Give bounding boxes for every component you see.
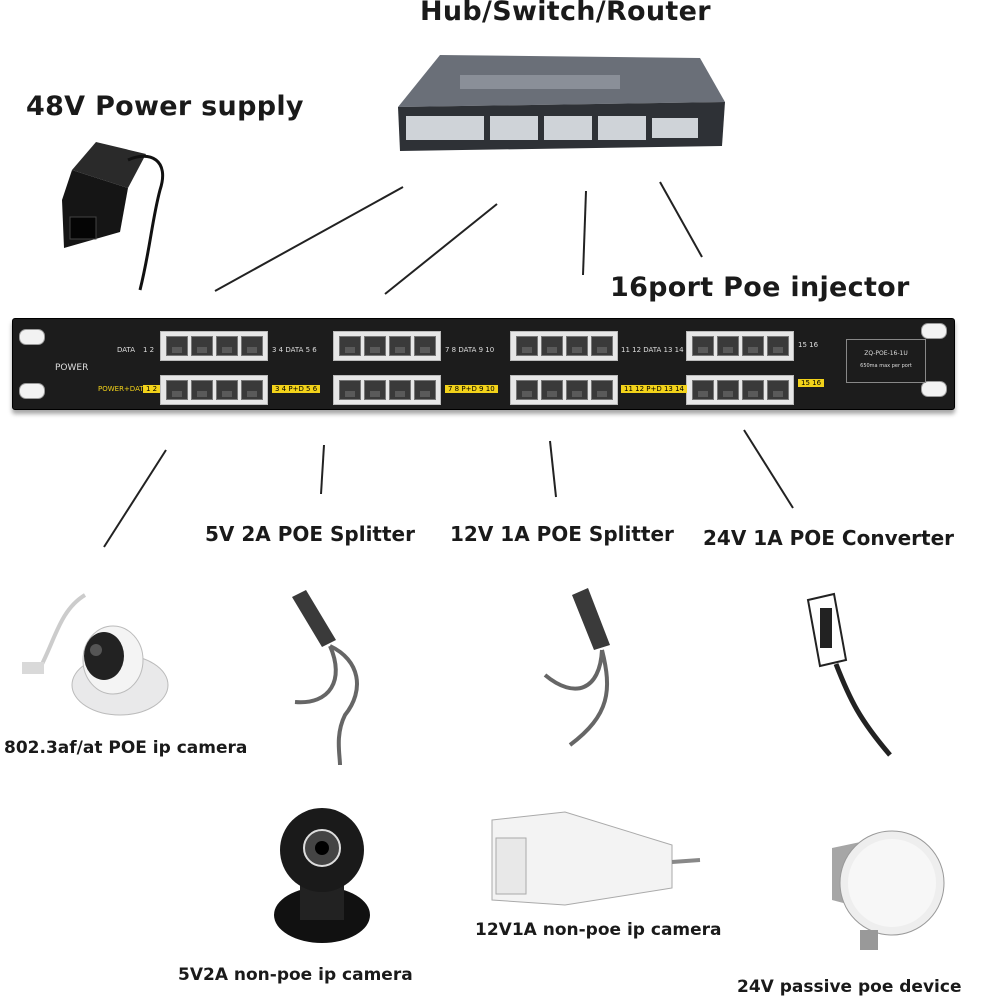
splitter-12v-icon <box>543 588 610 747</box>
port-group-bottom-3 <box>510 375 618 405</box>
converter-24v-icon <box>806 592 892 757</box>
line-switch-4 <box>659 181 703 258</box>
converter-24v-label: 24V 1A POE Converter <box>703 526 955 550</box>
line-switch-2 <box>384 203 498 295</box>
top-port-label-3: 7 8 DATA 9 10 <box>445 346 495 354</box>
line-switch-3 <box>582 190 587 276</box>
port-group-top-1 <box>160 331 268 361</box>
top-port-label-5: 15 16 <box>798 341 819 349</box>
poe-camera-label: 802.3af/at POE ip camera <box>4 738 248 758</box>
splitter-12v-label: 12V 1A POE Splitter <box>450 522 674 546</box>
injector-label: 16port Poe injector <box>610 272 910 303</box>
top-port-label-1: 1 2 <box>143 346 155 354</box>
camera-12v-icon <box>491 811 701 906</box>
power-supply-label: 48V Power supply <box>26 91 304 122</box>
bottom-port-label-1: 1 2 <box>143 385 161 393</box>
camera-12v-label: 12V1A non-poe ip camera <box>475 920 722 940</box>
passive-device-label: 24V passive poe device <box>737 977 962 997</box>
line-splitter-12v <box>549 440 557 498</box>
top-port-label-4: 11 12 DATA 13 14 <box>621 346 684 354</box>
poe-injector-panel: POWER DATA POWER+DATA 1 2 3 4 DATA 5 6 7… <box>12 318 955 410</box>
bottom-port-label-2: 3 4 P+D 5 6 <box>272 385 321 393</box>
switch-icon <box>398 55 725 151</box>
camera-5v-label: 5V2A non-poe ip camera <box>178 965 413 985</box>
bottom-port-label-3: 7 8 P+D 9 10 <box>445 385 498 393</box>
bottom-port-label-5: 15 16 <box>798 379 825 387</box>
line-switch-1 <box>214 186 404 292</box>
bottom-port-label-4: 11 12 P+D 13 14 <box>621 385 688 393</box>
switch-label: Hub/Switch/Router <box>420 0 711 27</box>
splitter-5v-icon <box>292 590 359 766</box>
power-supply-icon <box>62 142 165 291</box>
power-indicator-label: POWER <box>55 363 89 373</box>
port-group-bottom-1 <box>160 375 268 405</box>
port-group-bottom-4 <box>686 375 794 405</box>
mount-hole-br <box>921 381 947 397</box>
power-data-row-label: POWER+DATA <box>98 385 148 393</box>
mount-hole-tr <box>921 323 947 339</box>
splitter-5v-label: 5V 2A POE Splitter <box>205 522 415 546</box>
line-camera <box>103 449 167 548</box>
line-converter <box>743 429 794 509</box>
model-rating: 650ma max per port <box>860 363 912 369</box>
model-name: ZQ-POE-16-1U <box>864 350 908 357</box>
port-group-top-2 <box>333 331 441 361</box>
mount-hole-bl <box>19 383 45 399</box>
port-group-bottom-2 <box>333 375 441 405</box>
camera-5v-icon <box>274 808 370 943</box>
data-row-label: DATA <box>117 346 136 354</box>
mount-hole-tl <box>19 329 45 345</box>
model-plate: ZQ-POE-16-1U 650ma max per port <box>846 339 926 383</box>
port-group-top-3 <box>510 331 618 361</box>
top-port-label-2: 3 4 DATA 5 6 <box>272 346 317 354</box>
port-group-top-4 <box>686 331 794 361</box>
passive-device-icon <box>832 830 945 950</box>
poe-camera-icon <box>22 593 169 716</box>
line-splitter-5v <box>320 444 325 495</box>
